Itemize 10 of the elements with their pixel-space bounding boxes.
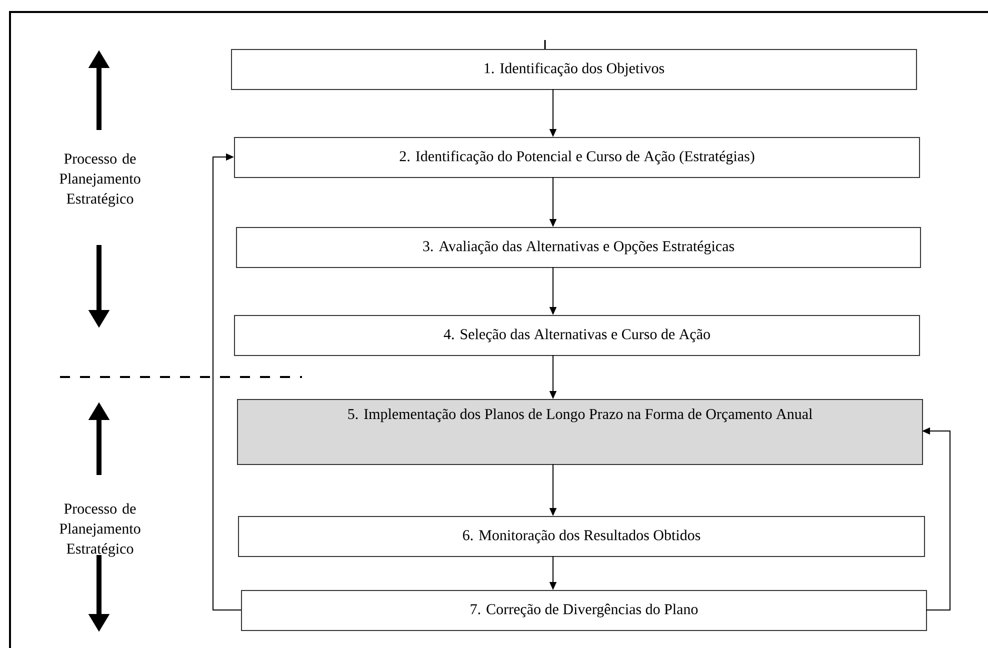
process-box: 2. Identificação do Potencial e Curso de Ação (Estratégias)	[234, 137, 920, 178]
process-box: 4. Seleção das Alternativas e Curso de Ação	[234, 315, 920, 356]
arrow	[212, 153, 242, 610]
process-box: 7. Correção de Divergências do Plano	[241, 590, 927, 631]
process-box: 6. Monitoração dos Resultados Obtidos	[238, 516, 925, 557]
process-box: 1. Identificação dos Objetivos	[231, 49, 917, 90]
side-label: Processo de Planejamento Estratégico	[60, 503, 140, 557]
process-box: 5. Implementação dos Planos de Longo Prazo na Forma de Orçamento Anual	[237, 399, 923, 465]
side-label: Processo de Planejamento Estratégico	[60, 153, 140, 207]
process-box: 3. Avaliação das Alternativas e Opções Estratégicas	[236, 227, 921, 268]
